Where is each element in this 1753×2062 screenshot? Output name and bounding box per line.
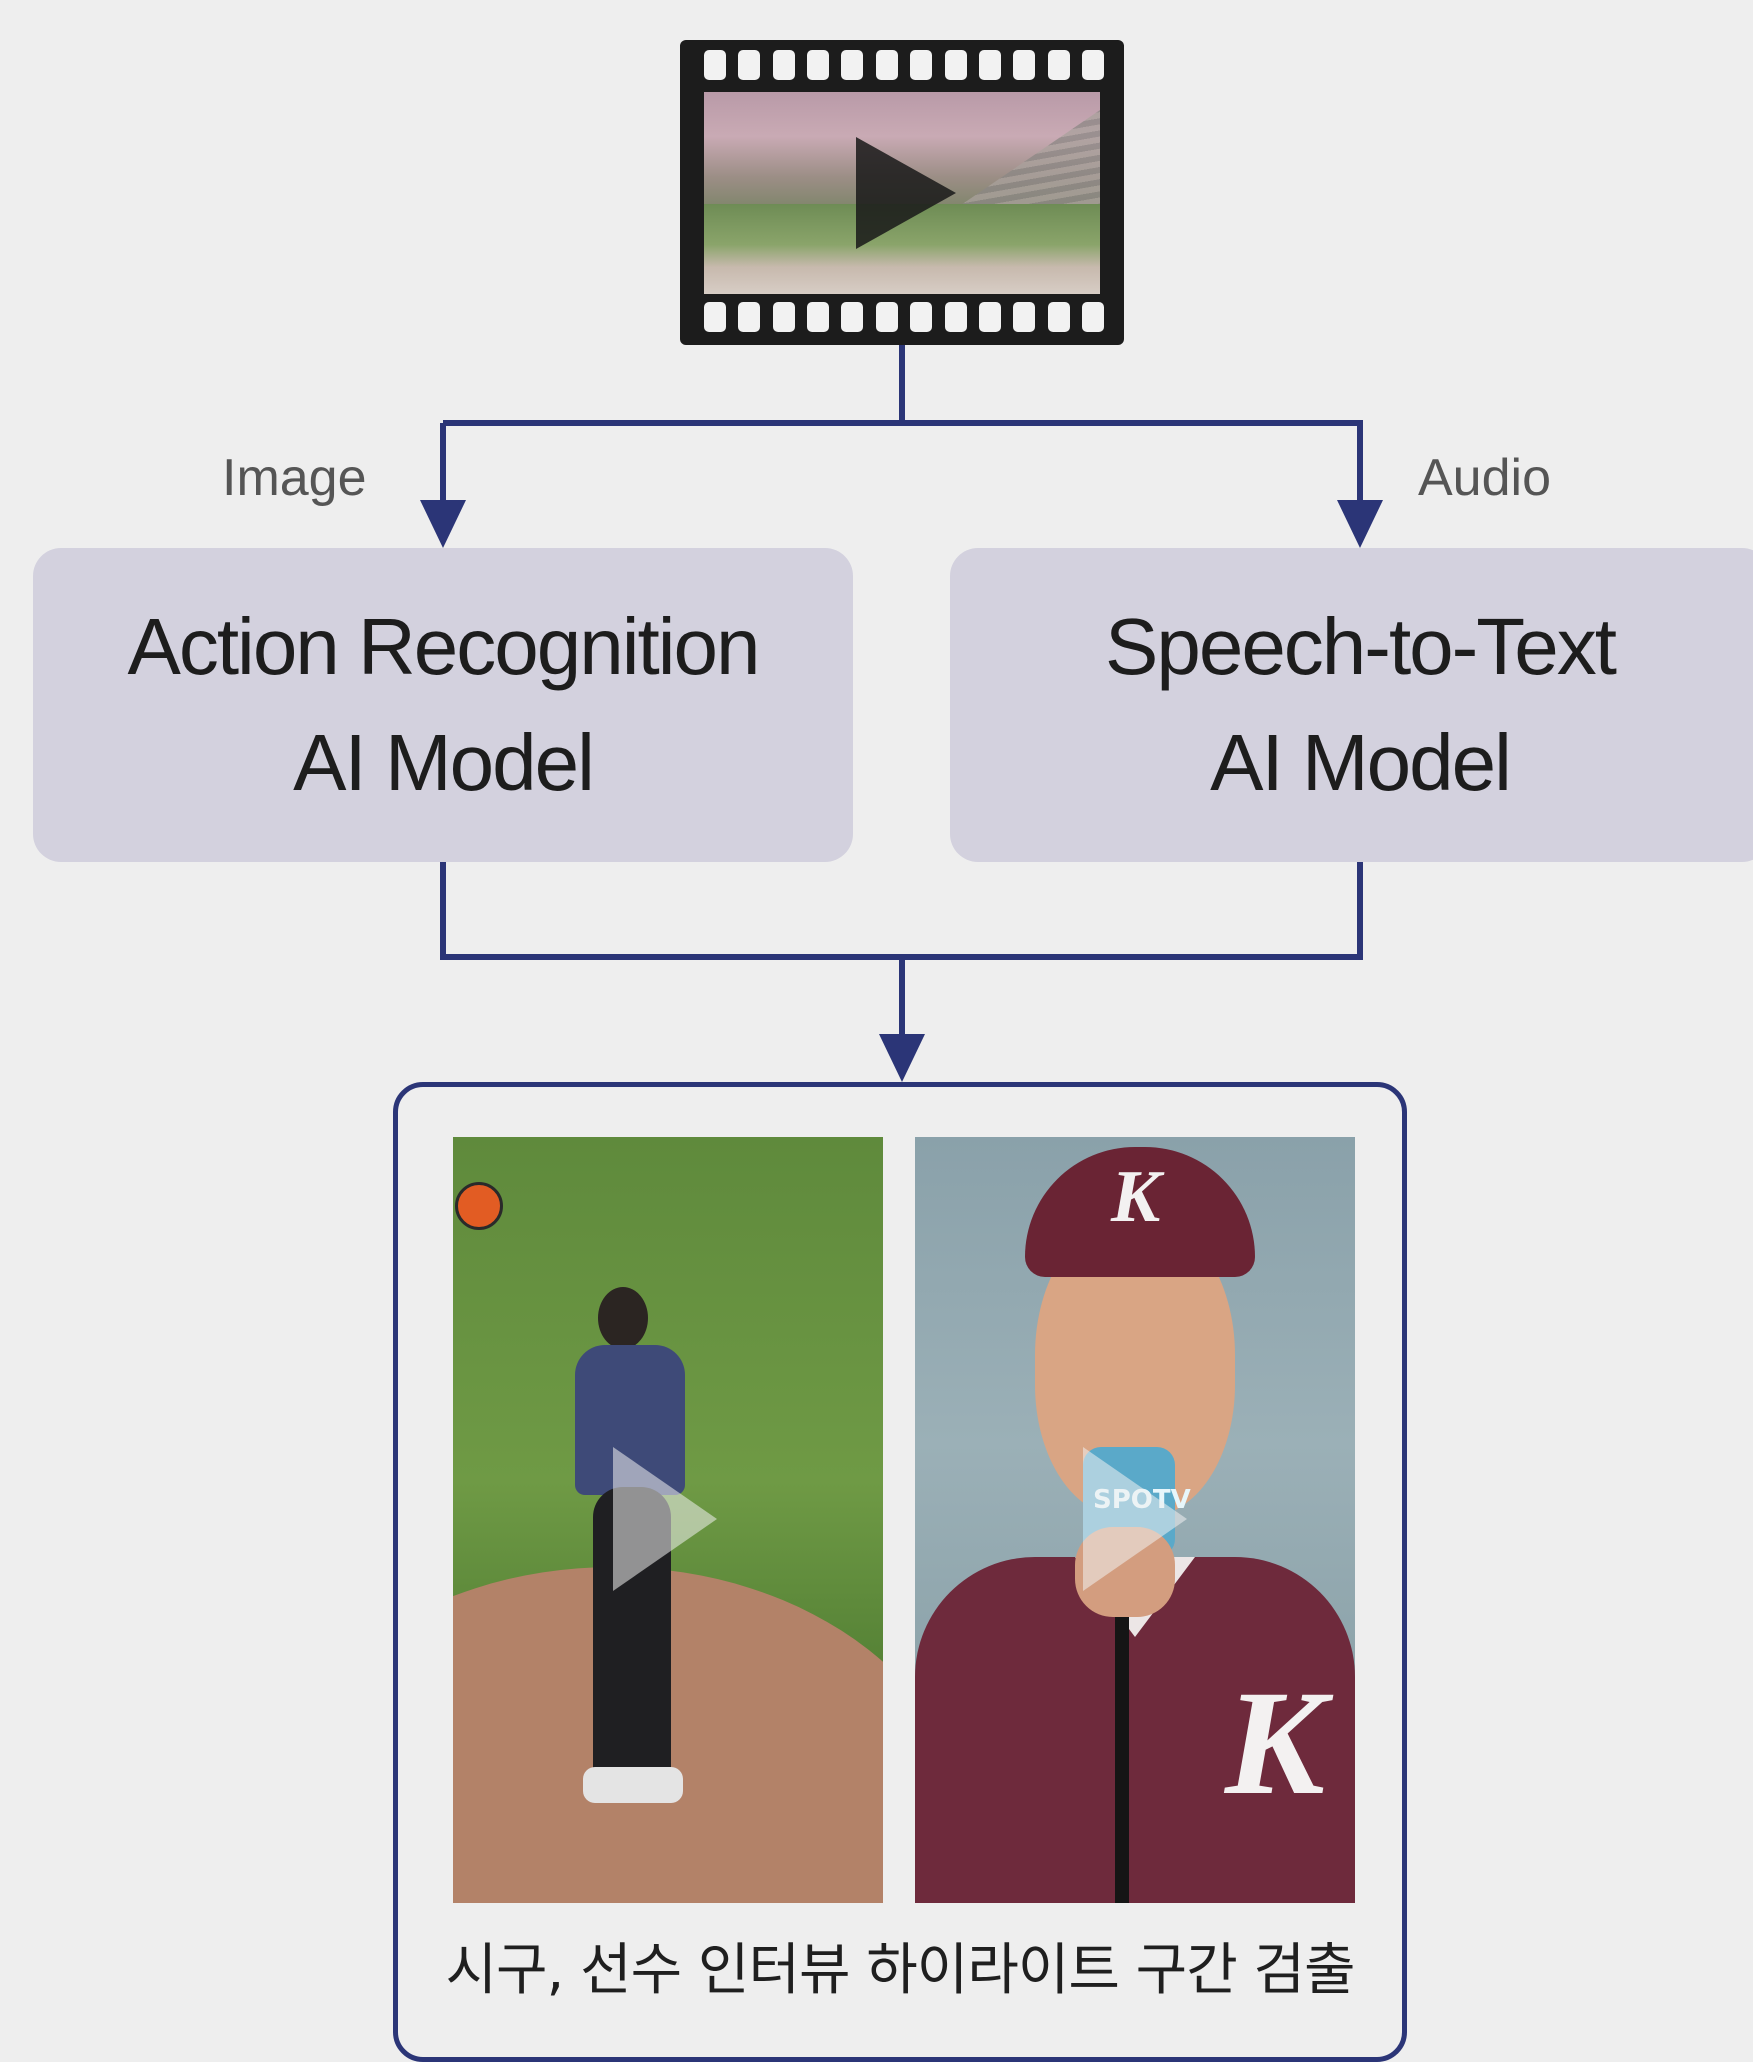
action-model-title: Action Recognition: [127, 602, 760, 691]
branch-label-image: Image: [222, 449, 367, 507]
arrowhead-speech: [1337, 500, 1383, 548]
action-recognition-model-box: Action Recognition AI Model: [33, 548, 853, 862]
play-icon: [856, 137, 956, 249]
play-icon[interactable]: [1083, 1447, 1187, 1591]
output-caption: 시구, 선수 인터뷰 하이라이트 구간 검출: [445, 1938, 1355, 2003]
source-video-film-strip-icon: [680, 40, 1124, 345]
jersey-logo: K: [1225, 1660, 1326, 1826]
connector-from-speech: [902, 862, 1363, 960]
cap-logo: K: [1111, 1156, 1161, 1238]
arrowhead-action: [420, 500, 466, 548]
branch-label-audio: Audio: [1418, 449, 1551, 507]
connector-to-action: [440, 420, 902, 510]
video-frame-thumbnail: [704, 92, 1100, 294]
first-pitch-clip-thumbnail[interactable]: [453, 1137, 883, 1903]
film-perforations-top: [704, 50, 1104, 84]
speech-model-subtitle: AI Model: [1210, 718, 1512, 807]
connector-from-action: [440, 862, 902, 960]
speech-model-title: Speech-to-Text: [1104, 602, 1617, 691]
broadcaster-logo-icon: [455, 1182, 503, 1230]
play-icon[interactable]: [613, 1447, 717, 1591]
arrowhead-output: [879, 1034, 925, 1082]
action-model-subtitle: AI Model: [293, 718, 595, 807]
connector-to-speech: [902, 420, 1363, 510]
speech-to-text-model-box: Speech-to-Text AI Model: [950, 548, 1753, 862]
player-interview-clip-thumbnail[interactable]: K K SPOTV: [915, 1137, 1355, 1903]
highlight-output-panel: K K SPOTV 시구, 선수 인터뷰 하이라이트 구간 검출: [393, 1082, 1407, 2062]
film-perforations-bottom: [704, 302, 1104, 336]
